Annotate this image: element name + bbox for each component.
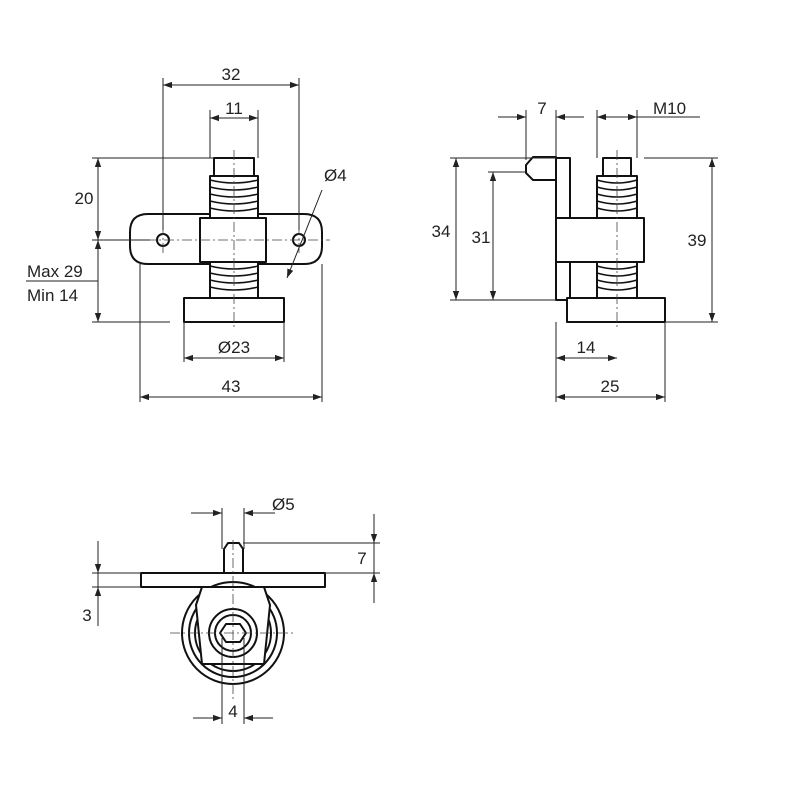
dim-39: 39 [688, 231, 707, 250]
front-view: 32 11 20 Max 29 Min 14 Ø4 Ø23 43 [26, 65, 347, 402]
bottom-pin [223, 542, 244, 574]
dim-thread: M10 [653, 99, 686, 118]
dim-11: 11 [225, 99, 243, 118]
dim-foot-dia: Ø23 [218, 338, 250, 357]
dim-43: 43 [222, 377, 241, 396]
side-view: 7 M10 34 31 39 14 25 [432, 99, 718, 402]
dim-20: 20 [75, 189, 94, 208]
dim-31: 31 [472, 228, 491, 247]
side-hub [555, 217, 645, 263]
bottom-view: Ø5 7 3 4 [82, 495, 380, 724]
locating-pin [525, 156, 557, 181]
dim-32: 32 [222, 65, 241, 84]
dim-pin-height: 7 [357, 549, 366, 568]
dim-base-25: 25 [601, 377, 620, 396]
dim-hole-dia: Ø4 [324, 166, 347, 185]
side-foot [566, 297, 666, 323]
dim-pin-dia: Ø5 [272, 495, 295, 514]
dim-max-29: Max 29 [27, 262, 83, 281]
dim-34: 34 [432, 222, 451, 241]
dim-base-14: 14 [577, 338, 596, 357]
dim-hex-socket: 4 [228, 702, 237, 721]
dim-plate-thickness: 3 [82, 606, 91, 625]
dim-pin-offset: 7 [537, 99, 546, 118]
dim-min-14: Min 14 [27, 286, 78, 305]
